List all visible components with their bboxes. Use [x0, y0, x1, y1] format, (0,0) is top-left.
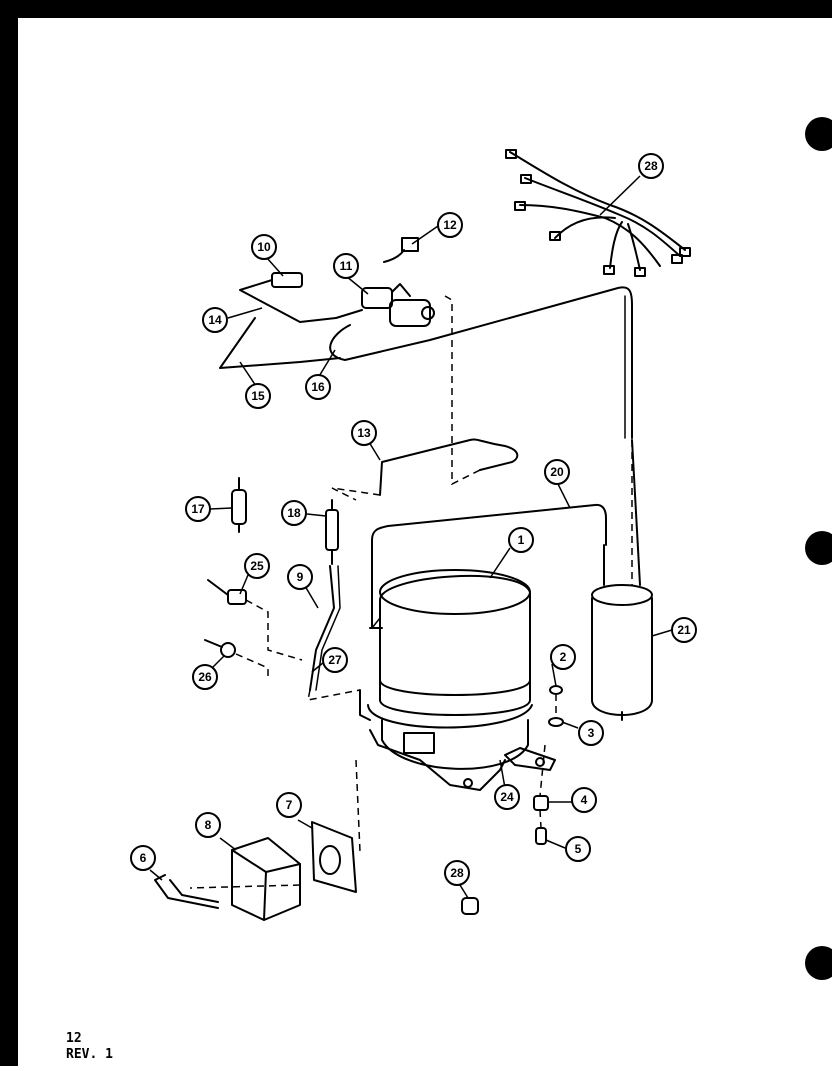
- callout-27: 27: [322, 647, 348, 673]
- callout-28-harness: 28: [638, 153, 664, 179]
- leader-lines: [149, 175, 673, 899]
- callout-20: 20: [544, 459, 570, 485]
- part-5-sleeve: [535, 827, 547, 845]
- callout-label-14: 14: [208, 313, 222, 327]
- callout-label-13: 13: [357, 426, 371, 440]
- callout-11: 11: [333, 253, 359, 279]
- callout-17: 17: [185, 496, 211, 522]
- tube-20: [371, 503, 607, 629]
- tube-15: [219, 317, 341, 369]
- receiver-tank: [591, 439, 653, 721]
- callout-7: 7: [276, 792, 302, 818]
- part-4-nut: [533, 795, 549, 811]
- callout-18: 18: [281, 500, 307, 526]
- part-18-capacitor-upper: [239, 272, 337, 323]
- callout-5: 5: [565, 836, 591, 862]
- part-12-relay: [383, 237, 419, 263]
- callout-9: 9: [287, 564, 313, 590]
- callout-16: 16: [305, 374, 331, 400]
- callout-label-10: 10: [257, 240, 271, 254]
- callout-25: 25: [244, 553, 270, 579]
- callout-label-25: 25: [250, 559, 264, 573]
- left-border-bar: [0, 0, 18, 1066]
- callout-label-5: 5: [575, 842, 582, 856]
- callout-label-11: 11: [340, 259, 353, 273]
- callout-10: 10: [251, 234, 277, 260]
- callout-label-4: 4: [581, 793, 588, 807]
- callout-26: 26: [192, 664, 218, 690]
- callout-label-18: 18: [287, 506, 301, 520]
- callout-label-12: 12: [443, 218, 457, 232]
- callout-6: 6: [130, 845, 156, 871]
- page-number: 12: [66, 1031, 82, 1046]
- revision-label: REV. 1: [66, 1047, 113, 1062]
- part-7-cover-plate: [311, 821, 357, 893]
- tube-9: [309, 565, 335, 691]
- callout-label-6: 6: [140, 851, 147, 865]
- callout-label-9: 9: [297, 570, 304, 584]
- part-18-drier: [325, 499, 339, 565]
- binder-hole-middle: [805, 531, 832, 565]
- callout-24: 24: [494, 784, 520, 810]
- tube-16: [329, 286, 633, 439]
- callout-13: 13: [351, 420, 377, 446]
- callout-label-16: 16: [311, 380, 325, 394]
- callout-label-1: 1: [518, 533, 525, 547]
- callout-12: 12: [437, 212, 463, 238]
- callout-label-26: 26: [198, 670, 212, 684]
- callout-label-2: 2: [560, 650, 567, 664]
- part-11-valve: [335, 283, 435, 327]
- mounting-bracket: [504, 747, 556, 771]
- binder-hole-bottom: [805, 946, 832, 980]
- callout-8: 8: [195, 812, 221, 838]
- top-border-bar: [0, 0, 832, 18]
- callout-21: 21: [671, 617, 697, 643]
- callout-label-20: 20: [550, 465, 564, 479]
- callout-15: 15: [245, 383, 271, 409]
- callout-label-21: 21: [677, 623, 691, 637]
- callout-1: 1: [508, 527, 534, 553]
- callout-28-cap: 28: [444, 860, 470, 886]
- part-6-clip: [154, 874, 219, 909]
- assembly-guide-lines: [189, 295, 633, 889]
- wiring-harness: [505, 149, 691, 277]
- callout-label-3: 3: [588, 726, 595, 740]
- part-3-washer: [548, 717, 564, 727]
- part-26-grommet: [204, 639, 236, 658]
- callout-4: 4: [571, 787, 597, 813]
- part-28-cap: [461, 897, 479, 915]
- callout-label-27: 27: [328, 653, 342, 667]
- callout-label-8: 8: [205, 818, 212, 832]
- callout-label-15: 15: [251, 389, 265, 403]
- part-8-terminal-box: [231, 837, 301, 921]
- callout-label-28-harness: 28: [644, 159, 658, 173]
- tube-13: [379, 438, 519, 496]
- part-17-fitting: [231, 477, 247, 533]
- callout-14: 14: [202, 307, 228, 333]
- part-25-clip: [207, 579, 247, 605]
- compressor-body: [359, 569, 533, 791]
- callout-label-24: 24: [500, 790, 514, 804]
- callout-label-28-cap: 28: [450, 866, 464, 880]
- callout-3: 3: [578, 720, 604, 746]
- binder-hole-top: [805, 117, 832, 151]
- callout-2: 2: [550, 644, 576, 670]
- part-2-washer: [549, 685, 563, 695]
- callout-label-7: 7: [286, 798, 293, 812]
- callout-label-17: 17: [191, 502, 205, 516]
